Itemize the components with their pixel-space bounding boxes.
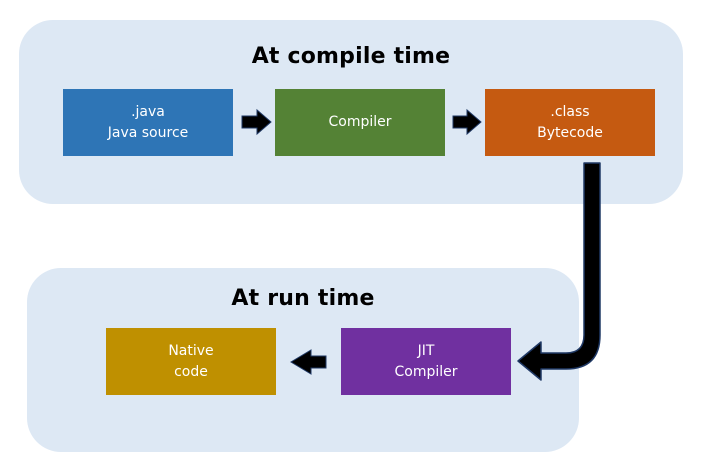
bytecode-extension: .class: [550, 103, 590, 120]
arrow-jit-to-native: [290, 349, 327, 375]
bytecode-box: .class Bytecode: [485, 89, 655, 156]
run-time-title: At run time: [231, 286, 375, 311]
jit-label-line2: Compiler: [394, 363, 458, 380]
compiler-box: Compiler: [275, 89, 445, 156]
native-code-box: Native code: [106, 328, 276, 395]
compile-time-title: At compile time: [251, 44, 451, 69]
java-source-box: .java Java source: [63, 89, 233, 156]
native-label-line1: Native: [168, 342, 214, 359]
jit-compiler-box: JIT Compiler: [341, 328, 511, 395]
compiler-label: Compiler: [328, 114, 392, 130]
arrow-java-to-compiler: [241, 108, 272, 136]
bytecode-label: Bytecode: [537, 124, 603, 141]
arrow-bytecode-to-jit: [517, 162, 601, 381]
native-label-line2: code: [174, 363, 208, 380]
arrow-compiler-to-bytecode: [452, 108, 482, 136]
java-source-label: Java source: [107, 124, 189, 141]
java-source-extension: .java: [131, 103, 165, 120]
jit-label-line1: JIT: [417, 342, 435, 359]
